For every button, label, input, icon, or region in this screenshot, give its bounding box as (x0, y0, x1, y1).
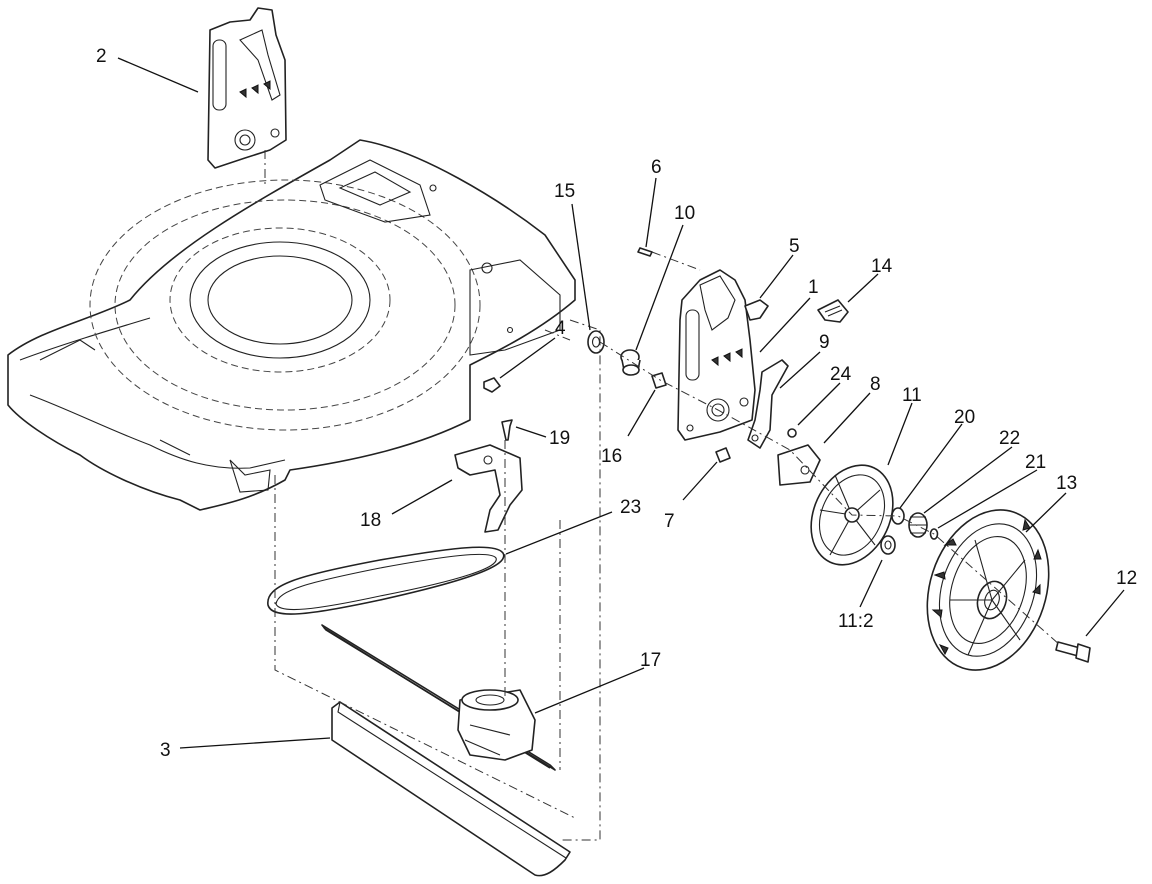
rear-flap-part-3 (331, 701, 571, 877)
callout-7: 7 (664, 511, 675, 532)
callout-9: 9 (819, 332, 830, 353)
callout-labels: 2 3 4 6 15 10 5 1 14 9 24 8 11 20 22 21 … (96, 46, 1137, 761)
bolt-part-7 (715, 447, 731, 463)
gear-part-22 (908, 512, 928, 538)
screw-part-19 (501, 419, 513, 441)
latch-spring-part-5 (744, 299, 769, 321)
callout-13: 13 (1056, 473, 1077, 494)
washer-part-15 (587, 330, 605, 354)
screw-part-24 (787, 428, 797, 438)
callout-2: 2 (96, 46, 107, 67)
callout-4: 4 (555, 318, 566, 339)
height-adjuster-bracket-right (677, 269, 756, 441)
callout-11: 11 (902, 385, 922, 406)
callout-14: 14 (871, 256, 893, 277)
callout-12: 12 (1116, 568, 1137, 589)
callout-17: 17 (640, 650, 661, 671)
callout-6: 6 (651, 157, 662, 178)
spacer-part-16 (651, 372, 667, 389)
wheel-part-13 (926, 509, 1050, 671)
callout-10: 10 (674, 203, 695, 224)
nut-part-4 (483, 377, 501, 393)
leader-lines (117, 57, 1125, 749)
knob-part-14 (817, 299, 849, 323)
pin-part-6 (637, 247, 653, 257)
callout-24: 24 (830, 364, 852, 385)
callout-18: 18 (360, 510, 381, 531)
callout-15: 15 (554, 181, 575, 202)
callout-5: 5 (789, 236, 800, 257)
washer-part-11-2 (880, 535, 896, 555)
callout-11-2: 11:2 (838, 611, 874, 632)
wheel-bolt-part-12 (1055, 641, 1091, 663)
callout-16: 16 (601, 446, 622, 467)
assembly-lines (264, 150, 1061, 841)
callout-20: 20 (954, 407, 975, 428)
callout-8: 8 (870, 374, 881, 395)
callout-19: 19 (549, 428, 570, 449)
plate-part-8 (777, 444, 821, 486)
callout-21: 21 (1025, 452, 1046, 473)
drive-belt-part-23 (267, 546, 505, 615)
bracket-part-18 (454, 444, 523, 533)
lever-part-9 (747, 359, 789, 449)
callout-3: 3 (160, 740, 171, 761)
height-adjuster-bracket-left (207, 7, 287, 169)
transmission-part-17 (457, 689, 536, 761)
callout-22: 22 (999, 428, 1020, 449)
bushing-part-10 (620, 349, 641, 376)
mower-deck (7, 139, 576, 511)
callout-1: 1 (808, 277, 819, 298)
callout-23: 23 (620, 497, 641, 518)
